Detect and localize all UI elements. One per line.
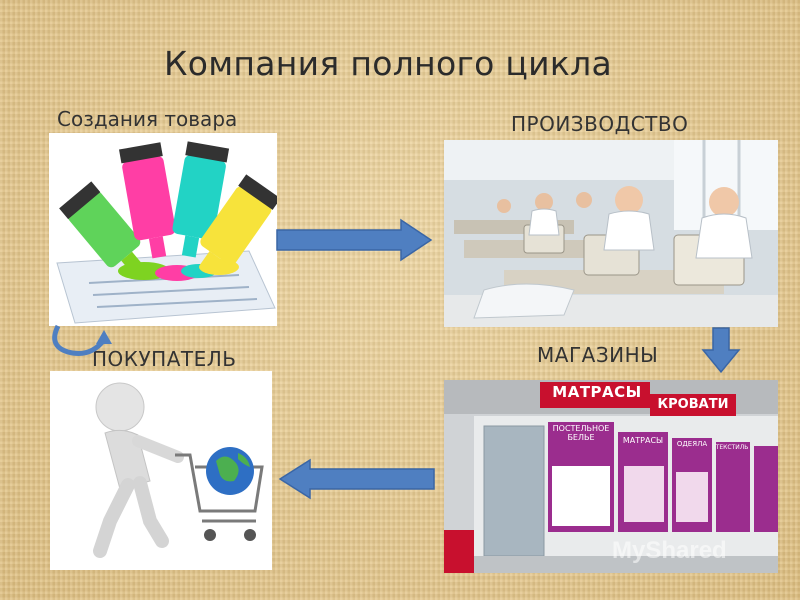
step-label-production: ПРОИЗВОДСТВО xyxy=(511,112,689,136)
step-label-buyer: ПОКУПАТЕЛЬ xyxy=(92,347,237,371)
store-sign-left: МАТРАСЫ xyxy=(552,383,642,401)
watermark: MyShared xyxy=(612,537,727,564)
store-banner-3: ОДЕЯЛА xyxy=(676,440,708,448)
paint-tubes-image xyxy=(49,133,277,326)
store-banner-1: ПОСТЕЛЬНОЕ БЕЛЬЕ xyxy=(552,424,610,442)
page-title: Компания полного цикла xyxy=(164,44,613,83)
arrow-left-icon xyxy=(278,458,435,500)
sewing-workshop-icon xyxy=(444,140,778,327)
store-sign-right: КРОВАТИ xyxy=(657,397,729,412)
step-label-shops: МАГАЗИНЫ xyxy=(537,343,659,367)
store-banner-2: МАТРАСЫ xyxy=(622,436,664,445)
production-image xyxy=(444,140,778,327)
step-label-create: Создания товара xyxy=(57,107,238,131)
paint-tubes-icon xyxy=(49,133,277,326)
shops-image xyxy=(444,380,778,573)
arrow-right-icon xyxy=(276,218,433,262)
storefront-icon xyxy=(444,380,778,573)
store-banner-4: ТЕКСТИЛЬ xyxy=(715,444,749,451)
shopping-cart-person-icon xyxy=(50,371,272,570)
cycle-arrow-icon xyxy=(52,324,112,356)
buyer-image xyxy=(50,371,272,570)
arrow-down-icon xyxy=(701,327,741,374)
